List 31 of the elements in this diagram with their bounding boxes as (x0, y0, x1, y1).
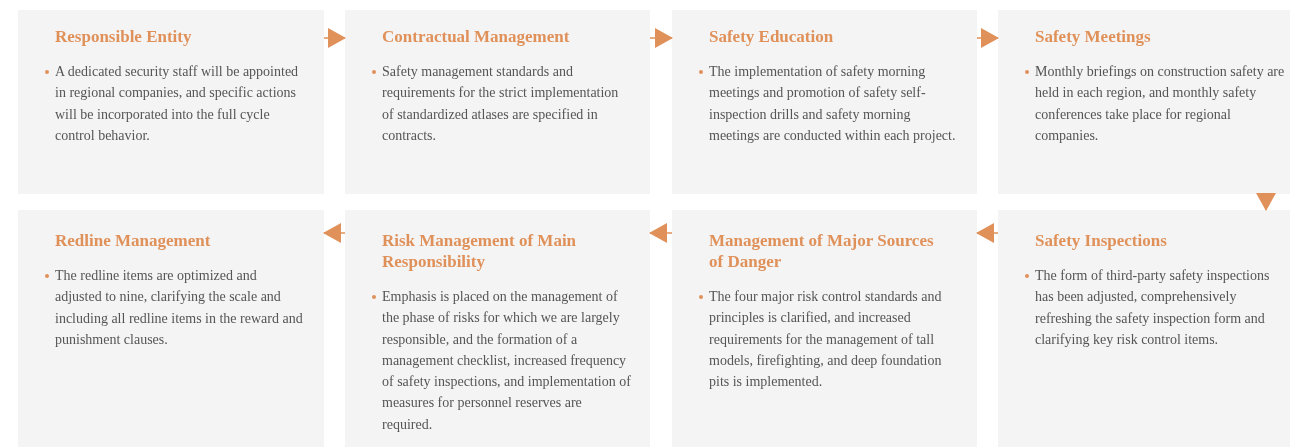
description: Emphasis is placed on the management of the phase of risks for which we are largely responsible, and the formation of a management checklist, increased frequency of safety inspections, and implementation of measures for personnel reserves are required. (373, 286, 632, 436)
description: Safety management standards and requirements for the strict implementation of standardized atlases are specified in contracts. (373, 61, 632, 147)
heading: Management of Major Sources of Danger (709, 230, 935, 272)
description: The redline items are optimized and adjusted to nine, clarifying the scale and including all redline items in the reward and punishment clauses. (46, 265, 305, 351)
heading: Safety Inspections (1035, 230, 1168, 251)
description: The form of third-party safety inspections has been adjusted, comprehensively refreshing the safety inspection form and clarifying key risk control items. (1026, 265, 1285, 351)
heading: Safety Education (709, 26, 835, 47)
heading: Redline Management (55, 230, 212, 251)
arrow (976, 223, 999, 243)
arrow (323, 28, 346, 48)
card-background (18, 210, 324, 447)
arrow (649, 223, 673, 243)
card-background (672, 10, 977, 194)
arrow (323, 223, 346, 243)
description: A dedicated security staff will be appointed in regional companies, and specific actions will be incorporated into the full cycle control behavior. (46, 61, 305, 147)
description: Monthly briefings on construction safety are held in each region, and monthly safety conferences take place for regional companies. (1026, 61, 1285, 147)
heading: Responsible Entity (55, 26, 193, 47)
arrow (1256, 193, 1276, 211)
card-background (18, 10, 324, 194)
arrow (649, 28, 673, 48)
heading: Contractual Management (382, 26, 571, 47)
card-background (998, 210, 1290, 447)
description: The four major risk control standards and principles is clarified, and increased requirements for the management of tall models, firefighting, and deep foundation pits is implemented. (700, 286, 959, 393)
heading: Safety Meetings (1035, 26, 1152, 47)
heading: Risk Management of Main Responsibility (382, 230, 578, 272)
description: The implementation of safety morning meetings and promotion of safety self-inspection drills and safety morning meetings are conducted within each project. (700, 61, 959, 147)
card-background (672, 210, 977, 447)
card-background (998, 10, 1290, 194)
card-background (345, 210, 650, 447)
card-background (345, 10, 650, 194)
arrow (976, 28, 999, 48)
